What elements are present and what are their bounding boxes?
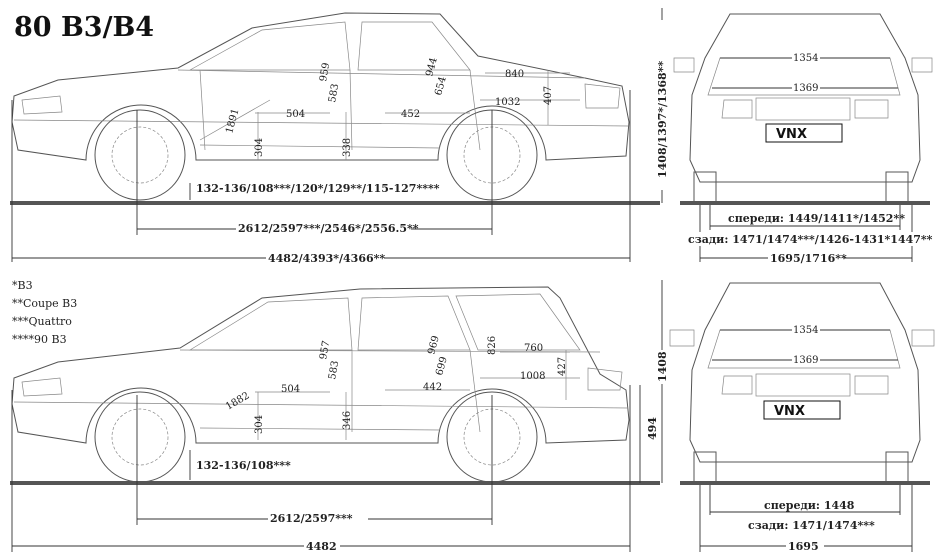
ground-clearance-label: 132-136/108***	[196, 459, 291, 472]
dim-1032: 1032	[495, 97, 520, 108]
dim-583: 583	[327, 83, 341, 104]
legend-coupe-b3: **Coupe B3	[12, 297, 77, 310]
dim-407: 407	[543, 86, 554, 105]
dim-427: 427	[557, 357, 568, 376]
dim-346: 346	[342, 411, 353, 430]
dim-1008: 1008	[520, 371, 545, 382]
dim-504: 504	[286, 109, 305, 120]
legend-90-b3: ****90 B3	[12, 333, 67, 346]
dim-944: 944	[424, 56, 440, 77]
legend-b3: *B3	[12, 279, 33, 292]
dim-1369: 1369	[793, 355, 818, 366]
front-track-label: спереди: 1449/1411*/1452**	[728, 212, 905, 225]
license-plate	[765, 123, 843, 143]
rear-track-label: сзади: 1471/1474***	[748, 519, 875, 532]
dim-1354: 1354	[793, 53, 818, 64]
dim-826: 826	[487, 336, 498, 355]
dim-1354: 1354	[793, 325, 818, 336]
dim-959: 959	[318, 62, 332, 83]
wheelbase-label: 2612/2597***	[270, 512, 353, 525]
blueprint-title: 80 B3/B4	[14, 12, 154, 43]
dim-1882: 1882	[224, 390, 252, 412]
legend: *B3 **Coupe B3 ***Quattro ****90 B3	[12, 279, 77, 346]
sedan-front-view: VNX 1354 1369 1408/1397*/1368** спереди:…	[653, 8, 934, 265]
dim-957: 957	[318, 340, 332, 361]
dim-304: 304	[254, 415, 265, 434]
height-label: 1408/1397*/1368**	[656, 61, 669, 178]
width-label: 1695	[788, 540, 819, 553]
dim-338: 338	[342, 138, 353, 157]
avant-front-view: VNX 1354 1369 1408 спереди: 1448 сзади: …	[655, 280, 935, 553]
front-wheel	[94, 109, 186, 201]
dim-304: 304	[254, 138, 265, 157]
dim-504: 504	[281, 384, 300, 395]
license-plate	[763, 400, 841, 420]
height-label: 1408	[656, 351, 669, 382]
dim-494: 494	[646, 417, 659, 440]
length-label: 4482	[306, 540, 337, 553]
dim-583: 583	[327, 360, 341, 381]
wheelbase-label: 2612/2597***/2546*/2556.5**	[238, 222, 419, 235]
dim-760: 760	[524, 343, 543, 354]
sedan-side-view: 959 583 944 654 840 1032 407 504 452 189…	[10, 12, 660, 265]
dim-654: 654	[433, 75, 449, 96]
dim-442: 442	[423, 382, 442, 393]
dim-969: 969	[426, 334, 442, 355]
dim-699: 699	[434, 355, 450, 376]
ground-clearance-label: 132-136/108***/120*/129**/115-127****	[196, 182, 440, 195]
dim-840: 840	[505, 69, 524, 80]
legend-quattro: ***Quattro	[12, 315, 72, 328]
front-track-label: спереди: 1448	[764, 499, 855, 512]
dim-452: 452	[401, 109, 420, 120]
dim-1891: 1891	[224, 107, 241, 134]
license-plate-text: VNX	[774, 404, 805, 419]
dim-1369: 1369	[793, 83, 818, 94]
width-label: 1695/1716**	[770, 252, 847, 265]
rear-track-label: сзади: 1471/1474***/1426-1431*1447**	[688, 233, 933, 246]
license-plate-text: VNX	[776, 127, 807, 142]
length-label: 4482/4393*/4366**	[268, 252, 385, 265]
avant-side-view: 957 583 969 699 826 760 1008 427 504 442…	[10, 286, 660, 553]
